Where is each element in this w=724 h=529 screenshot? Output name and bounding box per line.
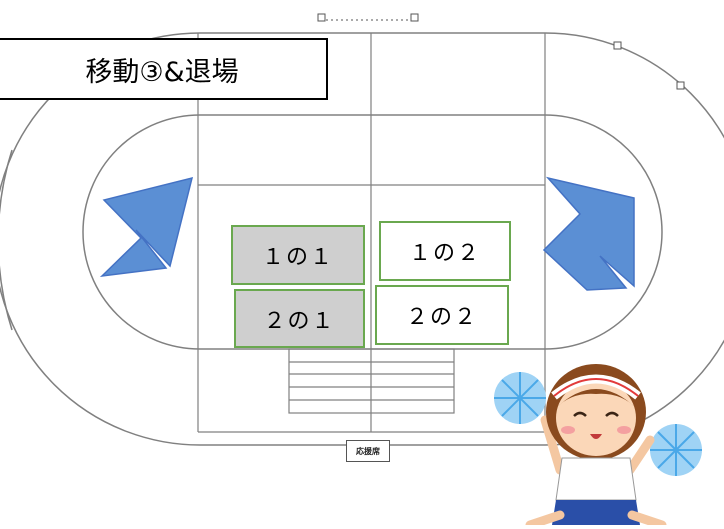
stand-label: 応援席 [346,440,390,462]
pompom-right [650,424,702,476]
class-box-2-1: ２の１ [234,289,365,348]
class-box-1-2: １の２ [379,221,511,281]
page-title: 移動③&退場 [0,38,328,100]
pompom-left [494,372,546,424]
outer-left-arc [0,149,13,331]
class-box-2-2: ２の２ [375,285,509,345]
selection-handles [317,13,685,90]
cheerleader-illustration [494,364,702,529]
up-right-arrow [542,176,635,291]
stairs [288,348,455,414]
outer-track [0,32,724,446]
class-box-1-1: １の１ [231,225,365,285]
up-left-arrow [99,176,194,278]
